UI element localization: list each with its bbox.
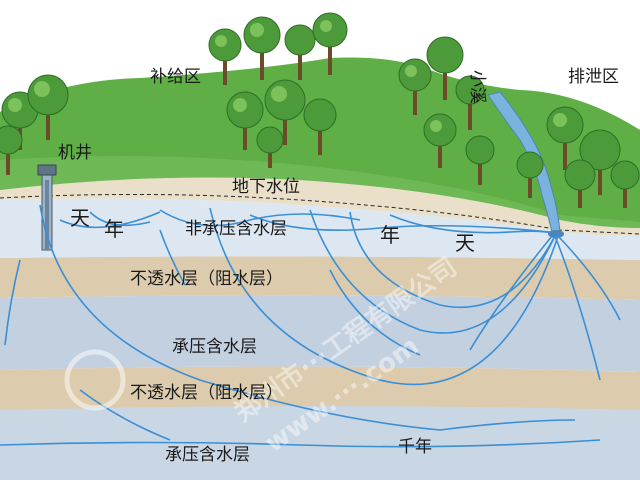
confined-aquifer-1 — [0, 295, 640, 372]
aquitard-2 — [0, 366, 640, 410]
label-water-table: 地下水位 — [232, 177, 300, 197]
label-unconfined-aquifer: 非承压含水层 — [185, 219, 287, 239]
label-time-day-left: 天 — [70, 206, 90, 230]
aquitard-1 — [0, 256, 640, 300]
soil-band — [0, 177, 640, 236]
label-time-millennium: 千年 — [398, 437, 432, 457]
label-time-year-left: 年 — [104, 217, 124, 241]
flow-lines — [0, 204, 621, 448]
label-confined-aquifer-1: 承压含水层 — [172, 337, 257, 357]
water-table-line — [0, 193, 640, 235]
label-time-year-right: 年 — [380, 223, 400, 247]
label-confined-aquifer-2: 承压含水层 — [165, 445, 250, 465]
label-recharge-zone: 补给区 — [150, 67, 201, 87]
label-aquitard-1: 不透水层（阻水层） — [130, 269, 283, 289]
trees — [0, 12, 640, 208]
label-well: 机井 — [58, 143, 92, 163]
label-time-day-right: 天 — [455, 231, 475, 255]
watermark-logo-icon — [64, 349, 126, 411]
label-discharge-zone: 排泄区 — [568, 67, 619, 87]
well — [37, 164, 57, 251]
label-aquitard-2: 不透水层（阻水层） — [130, 383, 283, 403]
label-stream: 小溪 — [467, 70, 487, 104]
hill-foreground — [0, 156, 640, 228]
